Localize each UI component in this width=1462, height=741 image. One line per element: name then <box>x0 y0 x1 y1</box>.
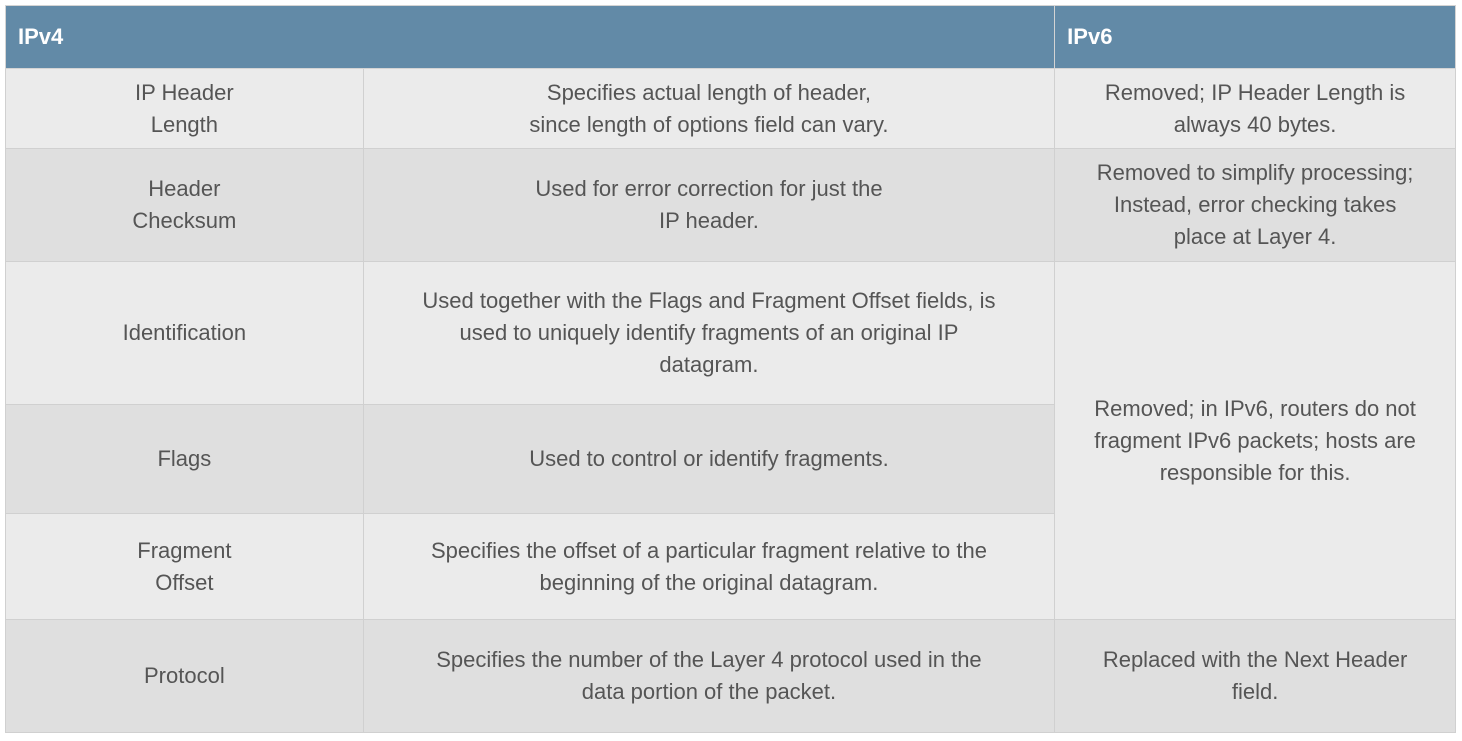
field-name-cell: Header Checksum <box>5 148 364 262</box>
table-row-protocol: Protocol Specifies the number of the Lay… <box>5 619 1456 733</box>
ipv6-description-line: Removed; IP Header Length is <box>1104 79 1406 105</box>
ipv4-description-line: Specifies the offset of a particular fra… <box>430 537 987 563</box>
field-name-cell: Flags <box>5 404 364 514</box>
field-name-line: IP Header <box>135 79 234 105</box>
ipv6-description-cell: Removed; IP Header Length is always 40 b… <box>1054 68 1456 149</box>
field-name-line: Offset <box>155 569 214 595</box>
ipv6-description-line: Instead, error checking takes <box>1113 192 1397 217</box>
ipv4-description-line: Used to control or identify fragments. <box>529 446 889 471</box>
ipv4-ipv6-comparison-table: IPv4 IPv6 IP Header Length Specifies act… <box>4 5 1456 733</box>
field-name-line: Length <box>150 111 219 137</box>
ipv4-description-cell: Used for error correction for just the I… <box>362 148 1056 262</box>
ipv6-merged-description-cell: Removed; in IPv6, routers do not fragmen… <box>1054 261 1456 620</box>
ipv6-description-line: place at Layer 4. <box>1173 224 1337 249</box>
field-name-line: Header <box>148 176 221 201</box>
ipv4-description-line: data portion of the packet. <box>581 679 837 704</box>
ipv4-description-line: datagram. <box>659 352 759 377</box>
ipv6-description-cell: Replaced with the Next Header field. <box>1054 619 1456 733</box>
ipv4-description-cell: Used together with the Flags and Fragmen… <box>362 261 1056 405</box>
table-row-flags: Flags Used to control or identify fragme… <box>5 404 1456 514</box>
ipv6-description-cell: Removed to simplify processing; Instead,… <box>1054 148 1456 262</box>
ipv4-description-cell: Specifies the offset of a particular fra… <box>362 513 1056 620</box>
field-name-line: Protocol <box>144 663 225 688</box>
ipv4-description-line: IP header. <box>659 208 759 233</box>
ipv4-description-line: Used for error correction for just the <box>535 176 883 201</box>
table-row-ip-header-length: IP Header Length Specifies actual length… <box>5 68 1456 149</box>
ipv6-description-line: Removed to simplify processing; <box>1096 160 1414 185</box>
ipv4-description-line: Specifies the number of the Layer 4 prot… <box>436 647 982 672</box>
ipv4-description-line: since length of options field can vary. <box>529 111 889 137</box>
field-name-cell: Fragment Offset <box>5 513 364 620</box>
comparison-table-container: IPv4 IPv6 IP Header Length Specifies act… <box>4 5 1456 733</box>
table-row-header-checksum: Header Checksum Used for error correctio… <box>5 148 1456 262</box>
ipv4-description-line: used to uniquely identify fragments of a… <box>459 320 959 345</box>
ipv6-description-line: fragment IPv6 packets; hosts are <box>1094 427 1416 453</box>
ipv4-description-line: Used together with the Flags and Fragmen… <box>422 288 996 313</box>
ipv4-description-cell: Specifies the number of the Layer 4 prot… <box>362 619 1056 733</box>
field-name-cell: Protocol <box>5 619 364 733</box>
ipv4-description-line: Specifies actual length of header, <box>546 79 872 105</box>
table-header-row: IPv4 IPv6 <box>4 5 1456 69</box>
ipv6-description-line: Replaced with the Next Header <box>1102 647 1408 672</box>
ipv4-description-cell: Used to control or identify fragments. <box>362 404 1056 514</box>
ipv4-column-header: IPv4 <box>4 5 1056 69</box>
ipv6-description-line: Removed; in IPv6, routers do not <box>1094 395 1416 421</box>
field-name-line: Identification <box>122 320 247 345</box>
ipv4-description-line: beginning of the original datagram. <box>539 569 879 595</box>
ipv6-description-line: responsible for this. <box>1159 459 1351 485</box>
ipv6-column-header: IPv6 <box>1054 5 1456 69</box>
field-name-cell: Identification <box>5 261 364 405</box>
table-row-identification: Identification Used together with the Fl… <box>5 261 1456 620</box>
ipv4-description-cell: Specifies actual length of header, since… <box>362 68 1056 149</box>
field-name-line: Fragment <box>137 537 232 563</box>
ipv6-description-line: field. <box>1231 679 1279 704</box>
field-name-line: Checksum <box>132 208 237 233</box>
field-name-line: Flags <box>157 446 212 471</box>
field-name-cell: IP Header Length <box>5 68 364 149</box>
ipv6-description-line: always 40 bytes. <box>1173 111 1337 137</box>
